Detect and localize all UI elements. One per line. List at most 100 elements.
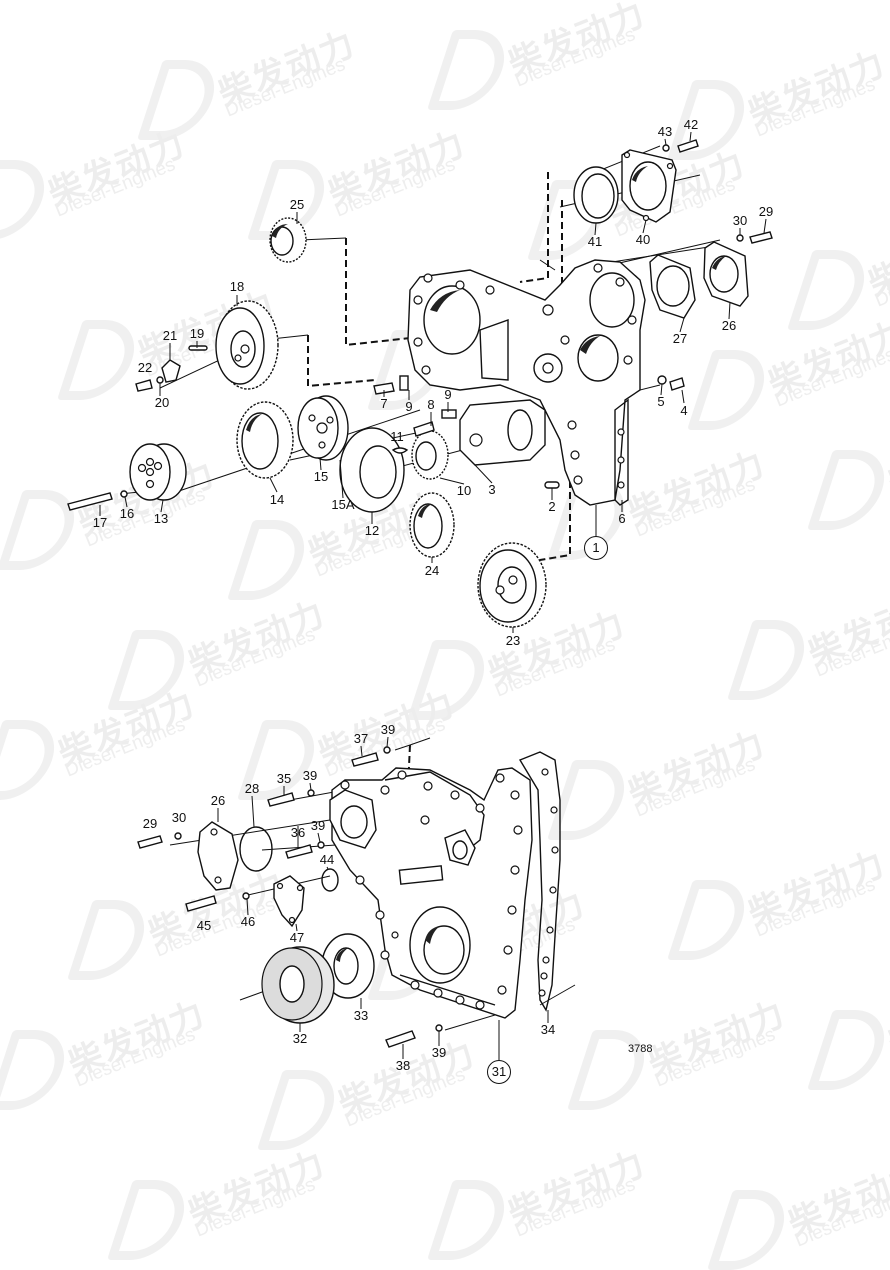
lower-part-label-30[interactable]: 30 bbox=[171, 810, 187, 825]
gear-23[interactable] bbox=[477, 542, 547, 628]
upper-part-label-40[interactable]: 40 bbox=[635, 232, 651, 247]
bolt-8[interactable] bbox=[413, 421, 435, 437]
washer-39c[interactable] bbox=[383, 746, 391, 754]
gear-14[interactable] bbox=[236, 401, 294, 479]
upper-part-label-23[interactable]: 23 bbox=[505, 633, 521, 648]
lower-part-label-39[interactable]: 39 bbox=[380, 722, 396, 737]
key-11[interactable] bbox=[391, 447, 409, 454]
washer-16[interactable] bbox=[120, 490, 128, 498]
lower-part-label-28[interactable]: 28 bbox=[244, 781, 260, 796]
upper-part-label-26[interactable]: 26 bbox=[721, 318, 737, 333]
lower-part-label-32[interactable]: 32 bbox=[292, 1031, 308, 1046]
upper-part-label-2[interactable]: 2 bbox=[548, 499, 556, 514]
upper-part-label-29[interactable]: 29 bbox=[758, 204, 774, 219]
washer-46[interactable] bbox=[242, 892, 250, 900]
gear-18[interactable] bbox=[215, 300, 279, 390]
lock-plate-21[interactable] bbox=[161, 359, 181, 383]
lower-part-label-39[interactable]: 39 bbox=[431, 1045, 447, 1060]
upper-part-label-3[interactable]: 3 bbox=[488, 482, 496, 497]
dowel-pin[interactable] bbox=[544, 481, 560, 489]
upper-part-label-22[interactable]: 22 bbox=[137, 360, 153, 375]
lock-plate-9b[interactable] bbox=[441, 409, 457, 419]
upper-part-label-16[interactable]: 16 bbox=[119, 506, 135, 521]
upper-part-label-11[interactable]: 11 bbox=[390, 429, 404, 444]
upper-part-label-15A[interactable]: 15A bbox=[331, 497, 355, 512]
dust-seal-32[interactable] bbox=[261, 946, 335, 1024]
upper-part-label-41[interactable]: 41 bbox=[587, 234, 603, 249]
upper-part-label-13[interactable]: 13 bbox=[153, 511, 169, 526]
upper-part-label-27[interactable]: 27 bbox=[672, 331, 688, 346]
pin-19[interactable] bbox=[188, 345, 208, 351]
lower-part-label-46[interactable]: 46 bbox=[240, 914, 256, 929]
upper-part-label-20[interactable]: 20 bbox=[154, 395, 170, 410]
lower-part-label-34[interactable]: 34 bbox=[540, 1022, 556, 1037]
upper-part-label-12[interactable]: 12 bbox=[364, 523, 380, 538]
o-ring-28[interactable] bbox=[239, 826, 273, 872]
upper-part-label-21[interactable]: 21 bbox=[162, 328, 178, 343]
cover-40[interactable] bbox=[621, 149, 677, 223]
lock-plate-9[interactable] bbox=[399, 375, 409, 391]
upper-part-label-6[interactable]: 6 bbox=[618, 511, 626, 526]
cover-47[interactable] bbox=[273, 875, 305, 928]
upper-part-label-30[interactable]: 30 bbox=[732, 213, 748, 228]
upper-part-label-24[interactable]: 24 bbox=[424, 563, 440, 578]
lower-part-label-36[interactable]: 36 bbox=[290, 825, 306, 840]
bolt-42[interactable] bbox=[677, 139, 699, 153]
lower-part-label-35[interactable]: 35 bbox=[276, 771, 292, 786]
o-ring-44[interactable] bbox=[321, 868, 339, 892]
gasket-34[interactable] bbox=[518, 751, 561, 1012]
upper-part-label-14[interactable]: 14 bbox=[269, 492, 285, 507]
washer-43[interactable] bbox=[662, 144, 670, 152]
bolt-22[interactable] bbox=[135, 379, 153, 392]
lower-part-label-29[interactable]: 29 bbox=[142, 816, 158, 831]
plug-4[interactable] bbox=[669, 377, 685, 391]
washer-39d[interactable] bbox=[435, 1024, 443, 1032]
upper-part-label-9[interactable]: 9 bbox=[405, 399, 413, 414]
upper-part-label-5[interactable]: 5 bbox=[657, 394, 665, 409]
cover-26-lower[interactable] bbox=[197, 821, 239, 891]
bolt-17[interactable] bbox=[67, 492, 113, 511]
gasket-27[interactable] bbox=[649, 254, 696, 319]
gasket-6[interactable] bbox=[614, 398, 629, 506]
lower-part-label-45[interactable]: 45 bbox=[196, 918, 212, 933]
bolt-35[interactable] bbox=[267, 792, 295, 807]
upper-part-label-15[interactable]: 15 bbox=[313, 469, 329, 484]
upper-part-label-9[interactable]: 9 bbox=[444, 387, 452, 402]
bolt-29-lower[interactable] bbox=[137, 835, 163, 849]
upper-part-label-17[interactable]: 17 bbox=[92, 515, 108, 530]
upper-part-label-7[interactable]: 7 bbox=[380, 396, 388, 411]
lower-part-label-38[interactable]: 38 bbox=[395, 1058, 411, 1073]
ring-12[interactable] bbox=[339, 427, 405, 513]
upper-part-label-19[interactable]: 19 bbox=[189, 326, 205, 341]
cover-26[interactable] bbox=[703, 241, 749, 307]
bolt-38[interactable] bbox=[385, 1030, 416, 1048]
lower-part-label-47[interactable]: 47 bbox=[289, 930, 305, 945]
gear-10[interactable] bbox=[411, 430, 449, 480]
lower-part-label-26[interactable]: 26 bbox=[210, 793, 226, 808]
upper-part-label-43[interactable]: 43 bbox=[657, 124, 673, 139]
bolt-36[interactable] bbox=[285, 844, 313, 859]
pulley-13[interactable] bbox=[129, 443, 187, 501]
bolt-7[interactable] bbox=[373, 382, 395, 395]
washer-39b[interactable] bbox=[317, 841, 325, 849]
lower-part-label-39[interactable]: 39 bbox=[310, 818, 326, 833]
upper-part-label-4[interactable]: 4 bbox=[680, 403, 688, 418]
lower-part-label-44[interactable]: 44 bbox=[319, 852, 335, 867]
upper-part-label-42[interactable]: 42 bbox=[683, 117, 699, 132]
lower-part-label-31[interactable]: 31 bbox=[487, 1060, 511, 1084]
washer-5[interactable] bbox=[657, 375, 667, 385]
gear-25[interactable] bbox=[269, 217, 307, 263]
upper-part-label-18[interactable]: 18 bbox=[229, 279, 245, 294]
washer-30-lower[interactable] bbox=[174, 832, 182, 840]
bolt-45[interactable] bbox=[185, 895, 217, 912]
upper-part-label-8[interactable]: 8 bbox=[427, 397, 435, 412]
washer-20[interactable] bbox=[156, 376, 164, 384]
lower-part-label-39[interactable]: 39 bbox=[302, 768, 318, 783]
gear-24[interactable] bbox=[409, 492, 455, 558]
hub-15[interactable] bbox=[297, 395, 349, 461]
seal-33[interactable] bbox=[321, 933, 375, 999]
washer-30[interactable] bbox=[736, 234, 744, 242]
upper-part-label-10[interactable]: 10 bbox=[456, 483, 472, 498]
seal-41[interactable] bbox=[573, 166, 619, 224]
lower-part-label-37[interactable]: 37 bbox=[353, 731, 369, 746]
